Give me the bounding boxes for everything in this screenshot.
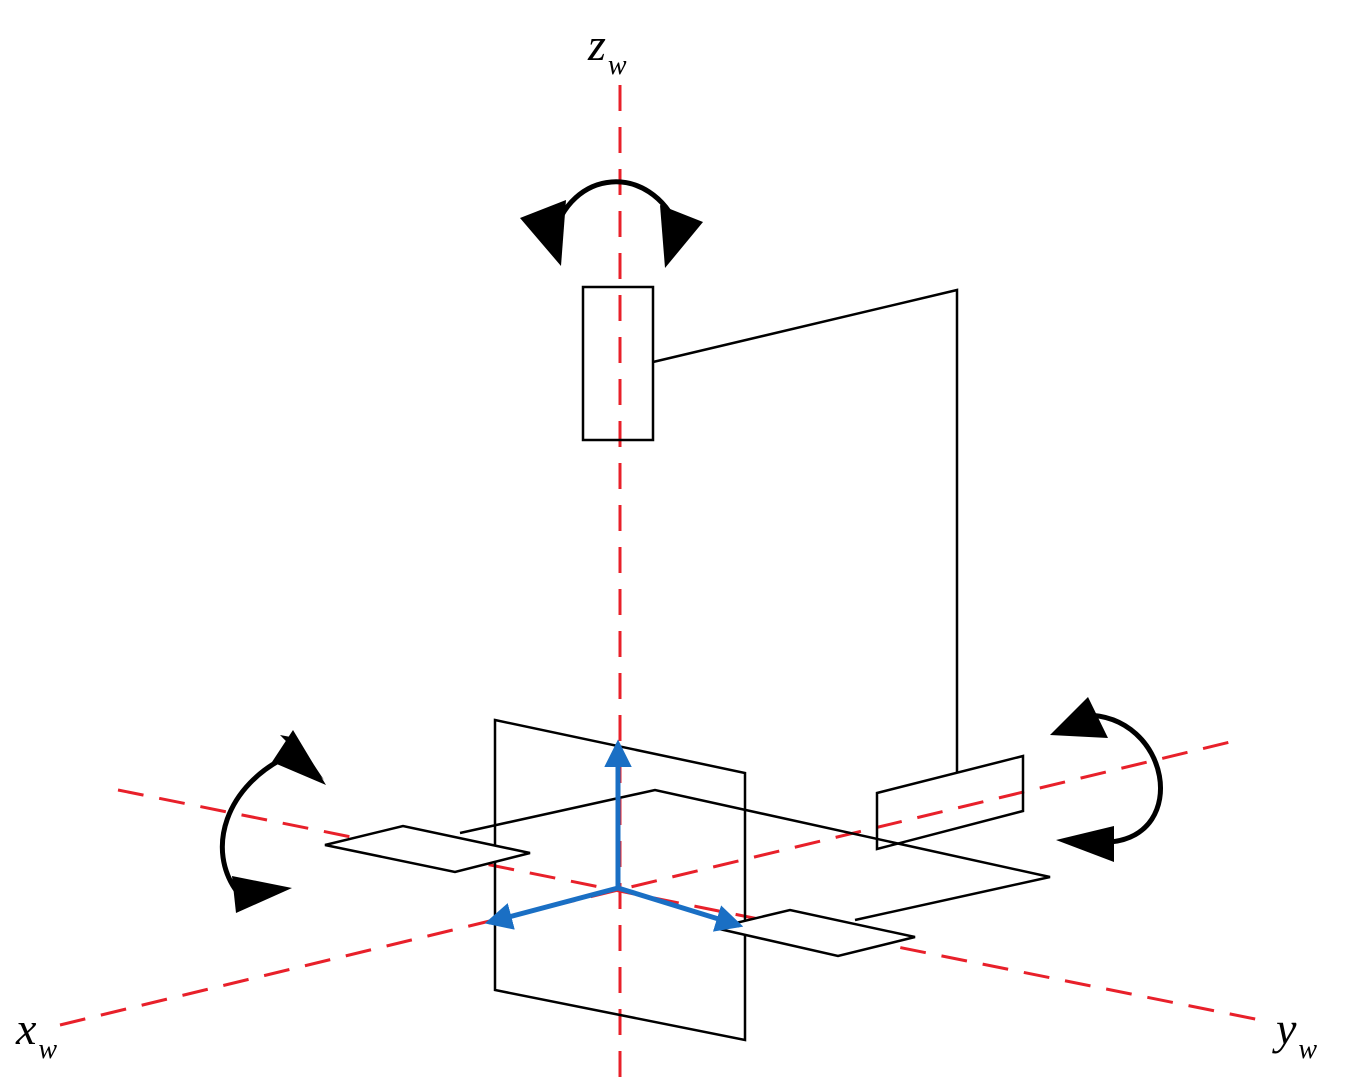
vertical-plate [493, 718, 747, 1042]
right-sensor-block [875, 754, 1025, 851]
left-sensor-pad [324, 824, 531, 874]
x-axis-subscript: w [38, 1034, 58, 1065]
local-x-arrow [484, 885, 621, 930]
x-axis-symbol: x [16, 1003, 37, 1054]
local-y-arrow [615, 885, 744, 932]
y-axis-label: yw [1276, 1003, 1317, 1064]
world-axes [59, 85, 1261, 1081]
z-axis-symbol: z [588, 19, 606, 70]
x-axis-label: xw [16, 1003, 57, 1064]
y-axis-subscript: w [1298, 1034, 1318, 1065]
local-frame [484, 739, 744, 932]
y-axis-symbol: y [1276, 1003, 1297, 1054]
z-axis-label: zw [588, 19, 627, 80]
rotation-x-icon [220, 730, 326, 913]
z-axis-subscript: w [607, 50, 627, 81]
horizontal-plate-edge-back [459, 788, 1051, 922]
y-axis-line [59, 740, 1231, 1027]
x-axis-line [117, 788, 1261, 1022]
platform-geometry [324, 285, 1051, 1042]
rotation-z-icon [520, 179, 703, 268]
rotation-y-icon [1050, 697, 1163, 862]
camera-block [581, 285, 655, 442]
support-bracket [652, 288, 959, 773]
bottom-sensor-pad [714, 908, 916, 958]
